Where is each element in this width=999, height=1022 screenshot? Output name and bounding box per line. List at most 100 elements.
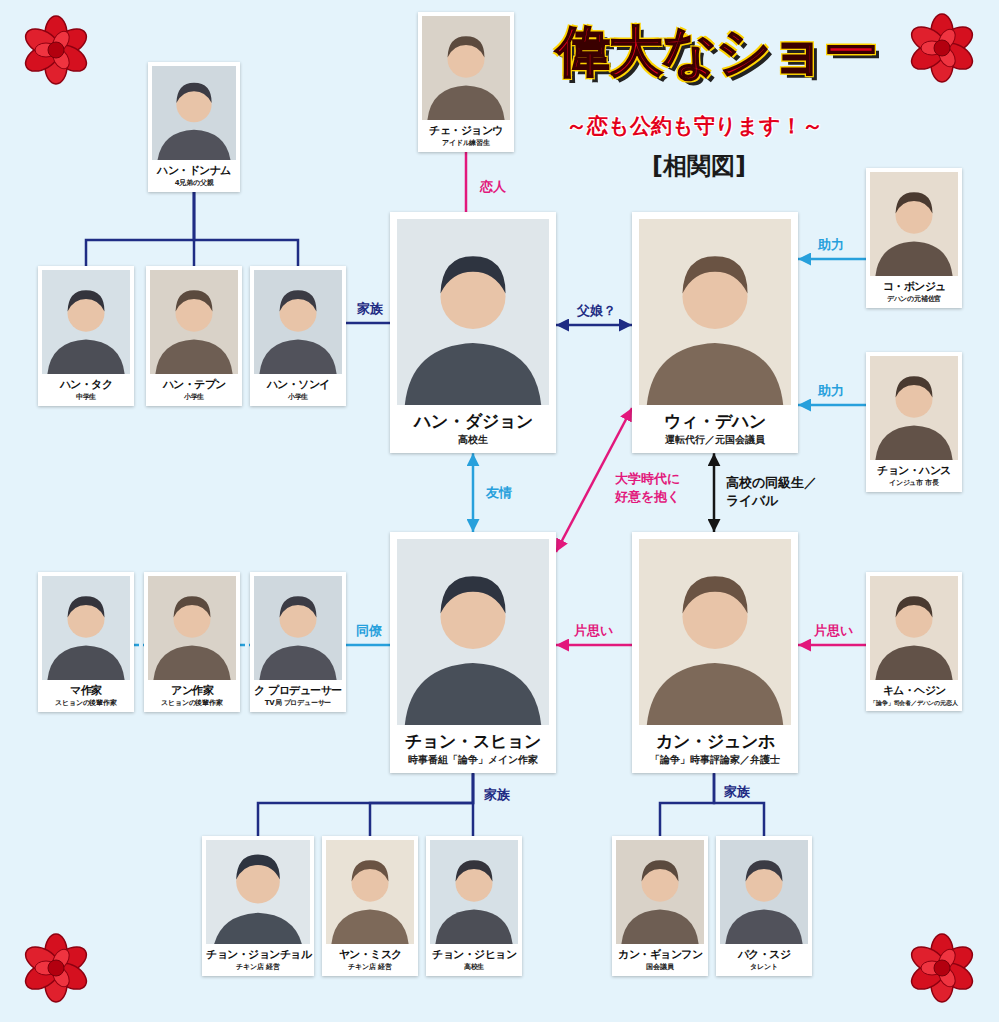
shoulders	[621, 910, 698, 944]
chart-label: [相関図]	[652, 150, 746, 182]
shoulders	[405, 663, 541, 725]
hair	[236, 855, 280, 880]
character-name: チョン・ハンス	[870, 464, 958, 478]
photo-ground	[254, 270, 342, 374]
hair	[456, 860, 493, 881]
portrait-silhouette	[148, 576, 236, 680]
portrait-silhouette	[42, 270, 130, 374]
shoulders	[875, 646, 952, 680]
hair	[448, 36, 485, 57]
character-card: チェ・ジョンウアイドル練習生	[418, 12, 514, 152]
shoulders	[155, 340, 232, 374]
photo-placeholder	[616, 840, 704, 944]
portrait-silhouette	[326, 840, 414, 944]
hair	[280, 596, 317, 617]
shoulders	[47, 646, 124, 680]
shoulders	[259, 340, 336, 374]
shoulders	[405, 343, 541, 405]
photo-ground	[430, 840, 518, 944]
character-name: ウィ・デハン	[639, 411, 791, 432]
relation-connector	[556, 324, 632, 327]
photo-placeholder	[430, 840, 518, 944]
portrait-silhouette	[206, 840, 310, 944]
photo-placeholder	[150, 270, 238, 374]
relation-connector	[194, 192, 298, 266]
photo-ground	[616, 840, 704, 944]
relation-label: 助力	[816, 382, 846, 400]
relation-label: 家族	[722, 783, 752, 801]
character-role: デハンの元補佐官	[870, 295, 958, 304]
portrait-silhouette	[870, 356, 958, 460]
character-card: マ作家スヒョンの後輩作家	[38, 572, 134, 712]
photo-placeholder	[206, 840, 310, 944]
portrait-silhouette	[42, 576, 130, 680]
portrait-silhouette	[639, 219, 791, 405]
hair	[176, 83, 211, 103]
photo-ground	[152, 66, 236, 160]
character-card: ク プロデューサーTV局 プロデューサー	[250, 572, 346, 712]
relation-connector	[86, 192, 194, 266]
hair	[174, 596, 211, 617]
shoulders	[725, 910, 802, 944]
relation-label: 友情	[484, 484, 514, 502]
photo-ground	[870, 576, 958, 680]
photo-ground	[42, 576, 130, 680]
photo-ground	[639, 219, 791, 405]
hair	[440, 576, 505, 613]
relation-label: 恋人	[478, 178, 508, 196]
portrait-silhouette	[430, 840, 518, 944]
hair	[896, 376, 933, 397]
shoulders	[259, 646, 336, 680]
hair	[68, 596, 105, 617]
photo-placeholder	[870, 576, 958, 680]
photo-ground	[397, 539, 549, 725]
photo-placeholder	[326, 840, 414, 944]
relation-label: 片思い	[572, 622, 615, 640]
character-card: チョン・スヒョン時事番組「論争」メイン作家	[390, 532, 556, 773]
hair	[682, 576, 747, 613]
shoulders	[157, 130, 231, 160]
character-name: チョン・ジョンチョル	[206, 948, 310, 962]
photo-placeholder	[152, 66, 236, 160]
character-card: ヤン・ミスクチキン店 経営	[322, 836, 418, 976]
portrait-silhouette	[152, 66, 236, 160]
portrait-silhouette	[870, 172, 958, 276]
relation-label: 家族	[482, 786, 512, 804]
relation-connector	[714, 773, 764, 836]
photo-placeholder	[397, 219, 549, 405]
character-role: チキン店 経営	[326, 963, 414, 972]
relation-connector	[660, 773, 714, 836]
character-card: チョン・ジョンチョルチキン店 経営	[202, 836, 314, 976]
title-text: 偉大なショー	[556, 16, 877, 89]
relation-connector	[134, 644, 144, 647]
character-name: パク・スジ	[720, 948, 808, 962]
photo-ground	[150, 270, 238, 374]
character-role: 運転代行／元国会議員	[639, 433, 791, 446]
character-role: 高校生	[397, 433, 549, 446]
character-name: キム・ヘジン	[870, 684, 958, 698]
portrait-silhouette	[254, 576, 342, 680]
photo-ground	[422, 16, 510, 120]
hair	[642, 860, 679, 881]
photo-placeholder	[42, 576, 130, 680]
character-card: ハン・ソンイ小学生	[250, 266, 346, 406]
shoulders	[875, 426, 952, 460]
character-role: 時事番組「論争」メイン作家	[397, 753, 549, 766]
character-name: カン・ジュンホ	[639, 731, 791, 752]
shoulders	[875, 242, 952, 276]
relation-connector	[240, 644, 250, 647]
character-card: ハン・ダジョン高校生	[390, 212, 556, 453]
portrait-silhouette	[397, 219, 549, 405]
hair	[896, 192, 933, 213]
photo-ground	[397, 219, 549, 405]
character-card: キム・ヘジン「論争」司会者／デハンの元恋人	[866, 572, 962, 711]
character-name: チョン・ジヒョン	[430, 948, 518, 962]
character-name: アン作家	[148, 684, 236, 698]
shoulders	[331, 910, 408, 944]
photo-placeholder	[254, 270, 342, 374]
character-card: ハン・テプン小学生	[146, 266, 242, 406]
character-name: ハン・タク	[42, 378, 130, 392]
subtitle-text: ～恋も公約も守ります！～	[566, 112, 823, 140]
character-role: TV局 プロデューサー	[254, 699, 342, 708]
